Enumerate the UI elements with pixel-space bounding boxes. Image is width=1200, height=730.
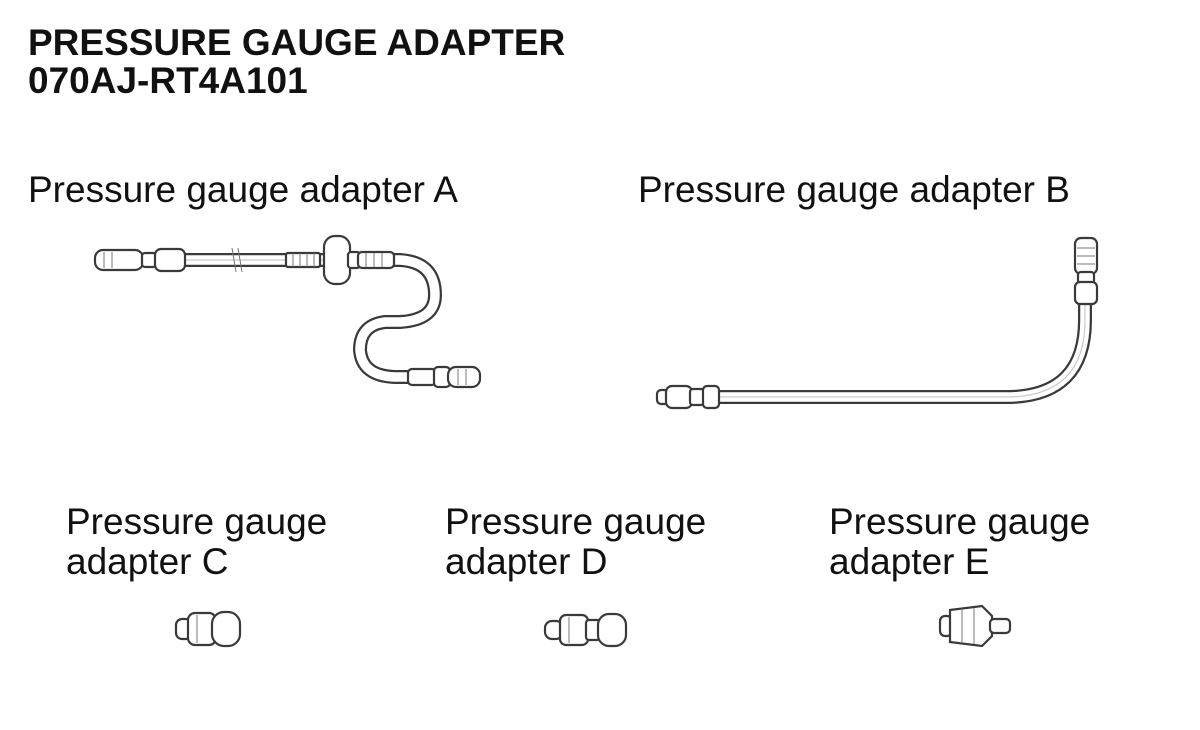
adapter-d-label-line-2: adapter D [445,541,608,582]
adapter-d-label-line-1: Pressure gauge [445,501,707,542]
adapter-e-label-line-1: Pressure gauge [829,501,1091,542]
adapter-c-label-line-1: Pressure gauge [66,501,328,542]
adapter-a-drawing [93,234,482,389]
adapter-c-drawing [174,610,242,648]
page-title: PRESSURE GAUGE ADAPTER 070AJ-RT4A101 [28,24,565,100]
adapter-e-label-line-2: adapter E [829,541,990,582]
adapter-c-label-line-2: adapter C [66,541,229,582]
adapter-d-label: Pressure gauge adapter D [445,502,706,582]
adapter-a-label: Pressure gauge adapter A [28,169,458,210]
title-line-1: PRESSURE GAUGE ADAPTER [28,22,566,63]
adapter-b-drawing [655,236,1099,410]
adapter-d-drawing [543,612,628,648]
part-number: 070AJ-RT4A101 [28,60,308,101]
adapter-e-drawing [938,604,1012,648]
adapter-b-label: Pressure gauge adapter B [638,169,1070,210]
adapter-c-label: Pressure gauge adapter C [66,502,327,582]
adapter-e-label: Pressure gauge adapter E [829,502,1090,582]
